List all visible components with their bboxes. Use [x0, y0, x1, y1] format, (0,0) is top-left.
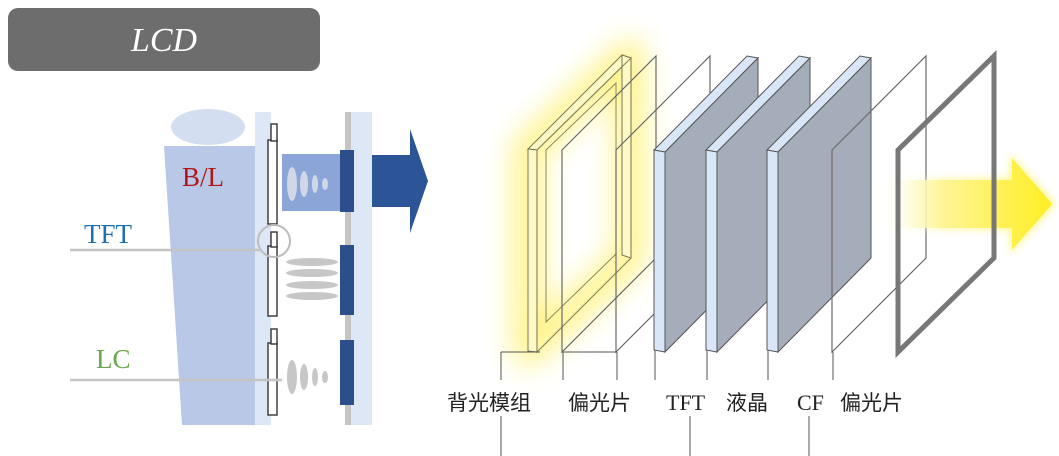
color-filter-layer — [765, 55, 873, 354]
label-cf: CF — [797, 390, 824, 415]
tft-switch-1 — [267, 123, 278, 225]
title-background — [8, 8, 320, 71]
title-tab: LCD — [8, 8, 320, 71]
title-text: LCD — [130, 22, 198, 59]
tft-switch-2 — [267, 231, 278, 317]
output-light-arrow — [372, 129, 428, 233]
layer-leader-lines — [500, 350, 834, 456]
cross-section-diagram: B/L TFT LC — [70, 109, 428, 425]
color-filter-block-3 — [340, 340, 354, 405]
tft-callout-circle — [257, 224, 291, 258]
display-frame — [895, 50, 997, 358]
lc-molecules-row-1 — [287, 167, 328, 201]
light-source-ellipse — [171, 109, 245, 145]
backlight-module-layer — [526, 54, 632, 354]
tft-label: TFT — [84, 219, 133, 249]
tft-glass-substrate — [255, 112, 271, 425]
light-output-arrow — [880, 158, 1052, 250]
color-filter-block-2 — [340, 245, 354, 315]
label-rear-polarizer: 偏光片 — [568, 391, 631, 415]
color-filter-block-1 — [340, 150, 354, 212]
lc-molecules-row-3 — [287, 360, 328, 394]
label-front-polarizer: 偏光片 — [840, 391, 903, 415]
label-liquid-crystal: 液晶 — [726, 391, 768, 415]
lc-molecules-row-2 — [286, 258, 338, 300]
lc-label: LC — [96, 344, 131, 374]
front-polarizer-layer — [831, 54, 927, 354]
backlight-label: B/L — [182, 162, 224, 192]
backlight-panel — [164, 146, 255, 425]
label-backlight-module: 背光模组 — [447, 391, 531, 415]
label-tft: TFT — [666, 390, 706, 415]
exploded-layer-diagram: 背光模组 偏光片 TFT 液晶 CF 偏光片 — [447, 40, 1055, 456]
